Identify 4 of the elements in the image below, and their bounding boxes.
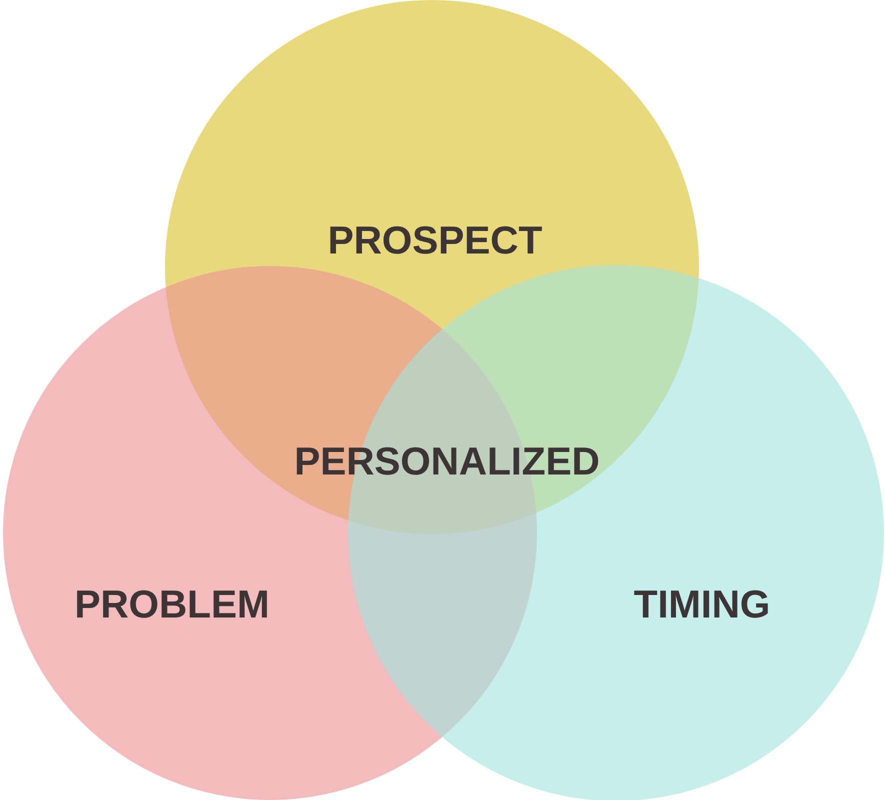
circle-title: TIMING [634, 584, 770, 628]
overlap-label: PERSONALIZED [294, 442, 600, 484]
circle-title: PROBLEM [74, 584, 270, 628]
circle-title: PROSPECT [328, 220, 542, 264]
